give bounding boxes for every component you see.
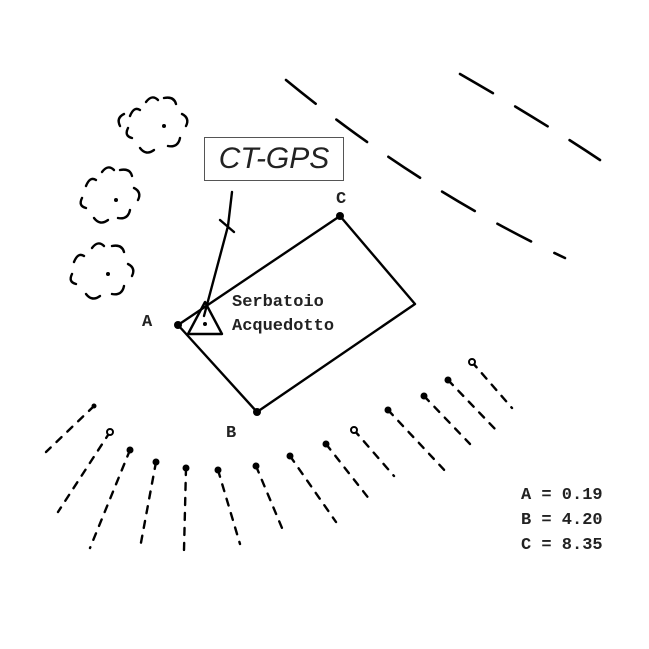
point-label-a: A xyxy=(142,313,153,332)
tree-cluster-top xyxy=(117,96,189,154)
station-label-box: CT-GPS xyxy=(204,137,344,181)
reservoir-outline xyxy=(176,214,417,414)
legend-row-b: B = 4.20 xyxy=(521,511,603,530)
legend-row-a: A = 0.19 xyxy=(521,486,603,505)
point-b-marker xyxy=(253,408,261,416)
point-label-c: C xyxy=(336,190,347,209)
tree-cluster-middle xyxy=(79,166,141,224)
point-c-marker xyxy=(336,212,344,220)
contour-arc-outer xyxy=(458,72,602,162)
site-name-line2: Acquedotto xyxy=(232,317,335,336)
contour-arc-inner xyxy=(284,78,567,260)
leader-tick xyxy=(218,218,236,234)
slope-marks xyxy=(44,358,514,552)
tree-cluster-bottom xyxy=(69,242,135,300)
point-a-marker xyxy=(174,321,182,329)
legend-row-c: C = 8.35 xyxy=(521,536,603,555)
site-name-line1: Serbatoio xyxy=(232,293,324,312)
point-label-b: B xyxy=(226,424,237,443)
gps-station-triangle xyxy=(186,300,224,336)
station-label: CT-GPS xyxy=(218,142,330,175)
